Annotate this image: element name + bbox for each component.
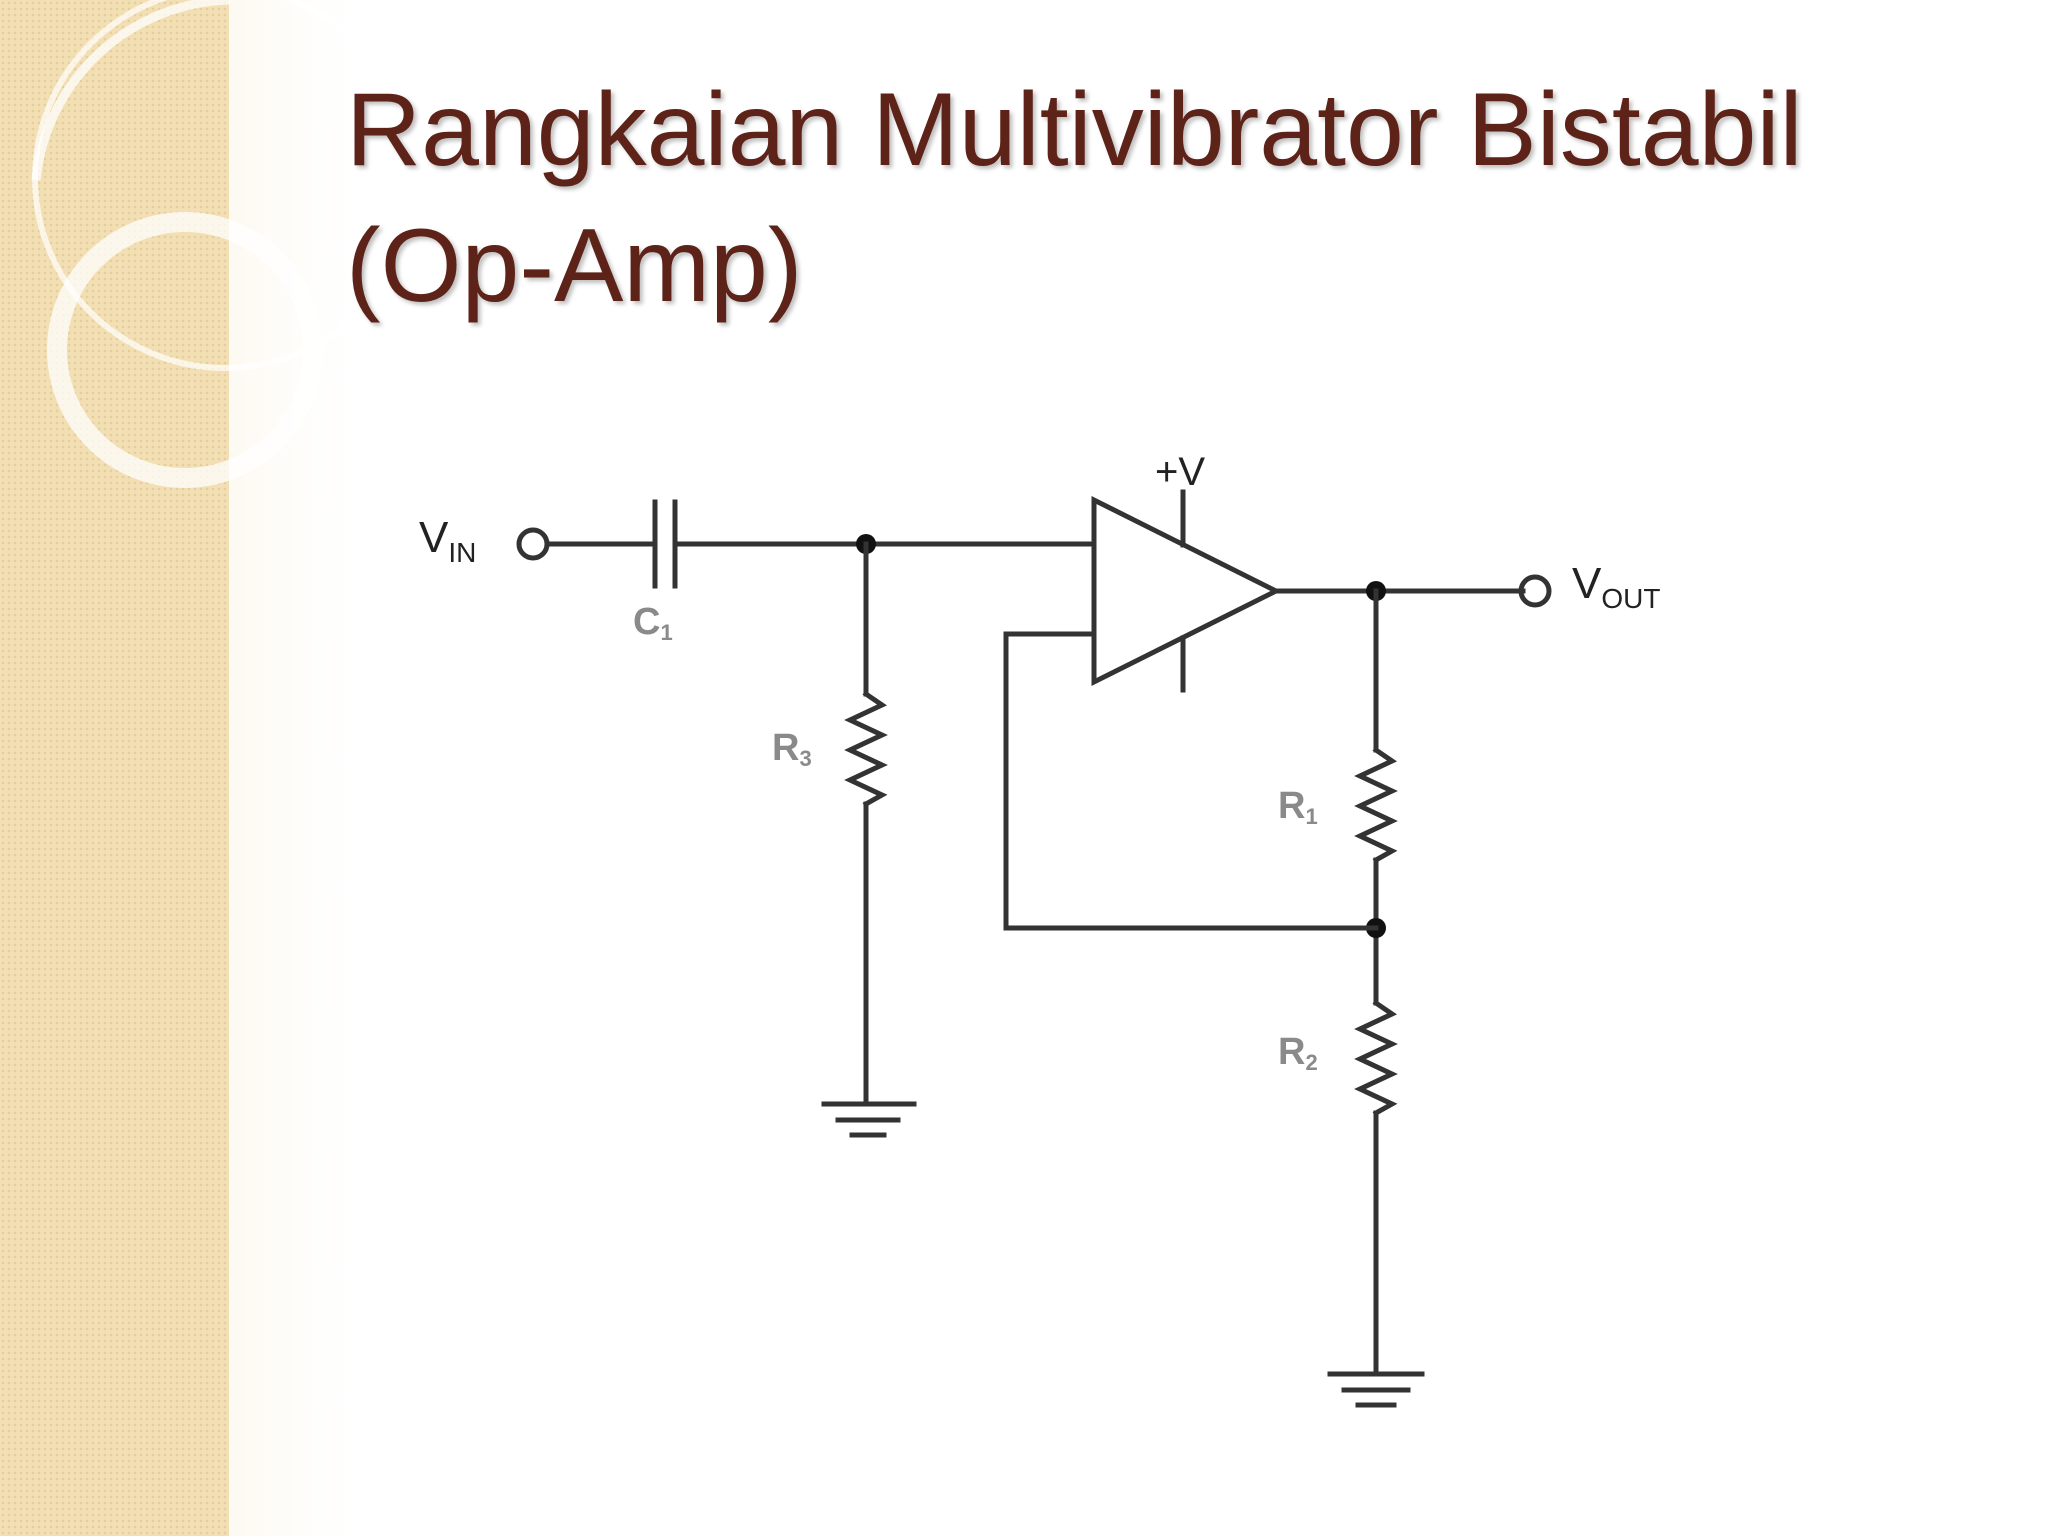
- vin-label-sub: IN: [448, 537, 476, 568]
- sidebar-edge: [229, 0, 353, 1536]
- r1-label-sub: 1: [1305, 804, 1317, 829]
- r3-label: R3: [772, 727, 812, 771]
- sidebar-texture: [0, 0, 229, 1536]
- r3-label-sub: 3: [799, 746, 811, 771]
- c1-label: C1: [633, 601, 673, 645]
- resistor-r2: [1354, 999, 1398, 1117]
- slide-title-line1: Rangkaian Multivibrator Bistabil: [346, 72, 1803, 188]
- resistor-r1: [1354, 746, 1398, 864]
- c1-label-sub: 1: [660, 620, 672, 645]
- r1-label-main: R: [1278, 785, 1305, 827]
- r1-label: R1: [1278, 785, 1318, 829]
- c1-label-main: C: [633, 601, 660, 643]
- vin-label-main: V: [419, 513, 449, 562]
- r2-label: R2: [1278, 1031, 1318, 1075]
- r3-label-main: R: [772, 727, 799, 769]
- r2-label-sub: 2: [1305, 1050, 1317, 1075]
- r2-label-main: R: [1278, 1031, 1305, 1073]
- vin-terminal: [516, 527, 550, 561]
- ring-large: [32, 0, 418, 371]
- resistor-r3: [844, 690, 888, 808]
- vout-label-main: V: [1572, 559, 1602, 608]
- slide-title: Rangkaian Multivibrator Bistabil (Op-Amp…: [346, 62, 2026, 334]
- vout-label-sub: OUT: [1601, 583, 1660, 614]
- vout-label: VOUT: [1572, 559, 1660, 614]
- slide-title-line2: (Op-Amp): [346, 208, 803, 324]
- decorative-rings: [31, 0, 418, 488]
- vin-label: VIN: [419, 513, 476, 568]
- wire-feedback: [1003, 631, 1379, 931]
- ring-top: [31, 0, 231, 181]
- supply-label: +V: [1155, 450, 1205, 494]
- ring-small: [47, 212, 323, 488]
- vout-terminal: [1518, 574, 1552, 608]
